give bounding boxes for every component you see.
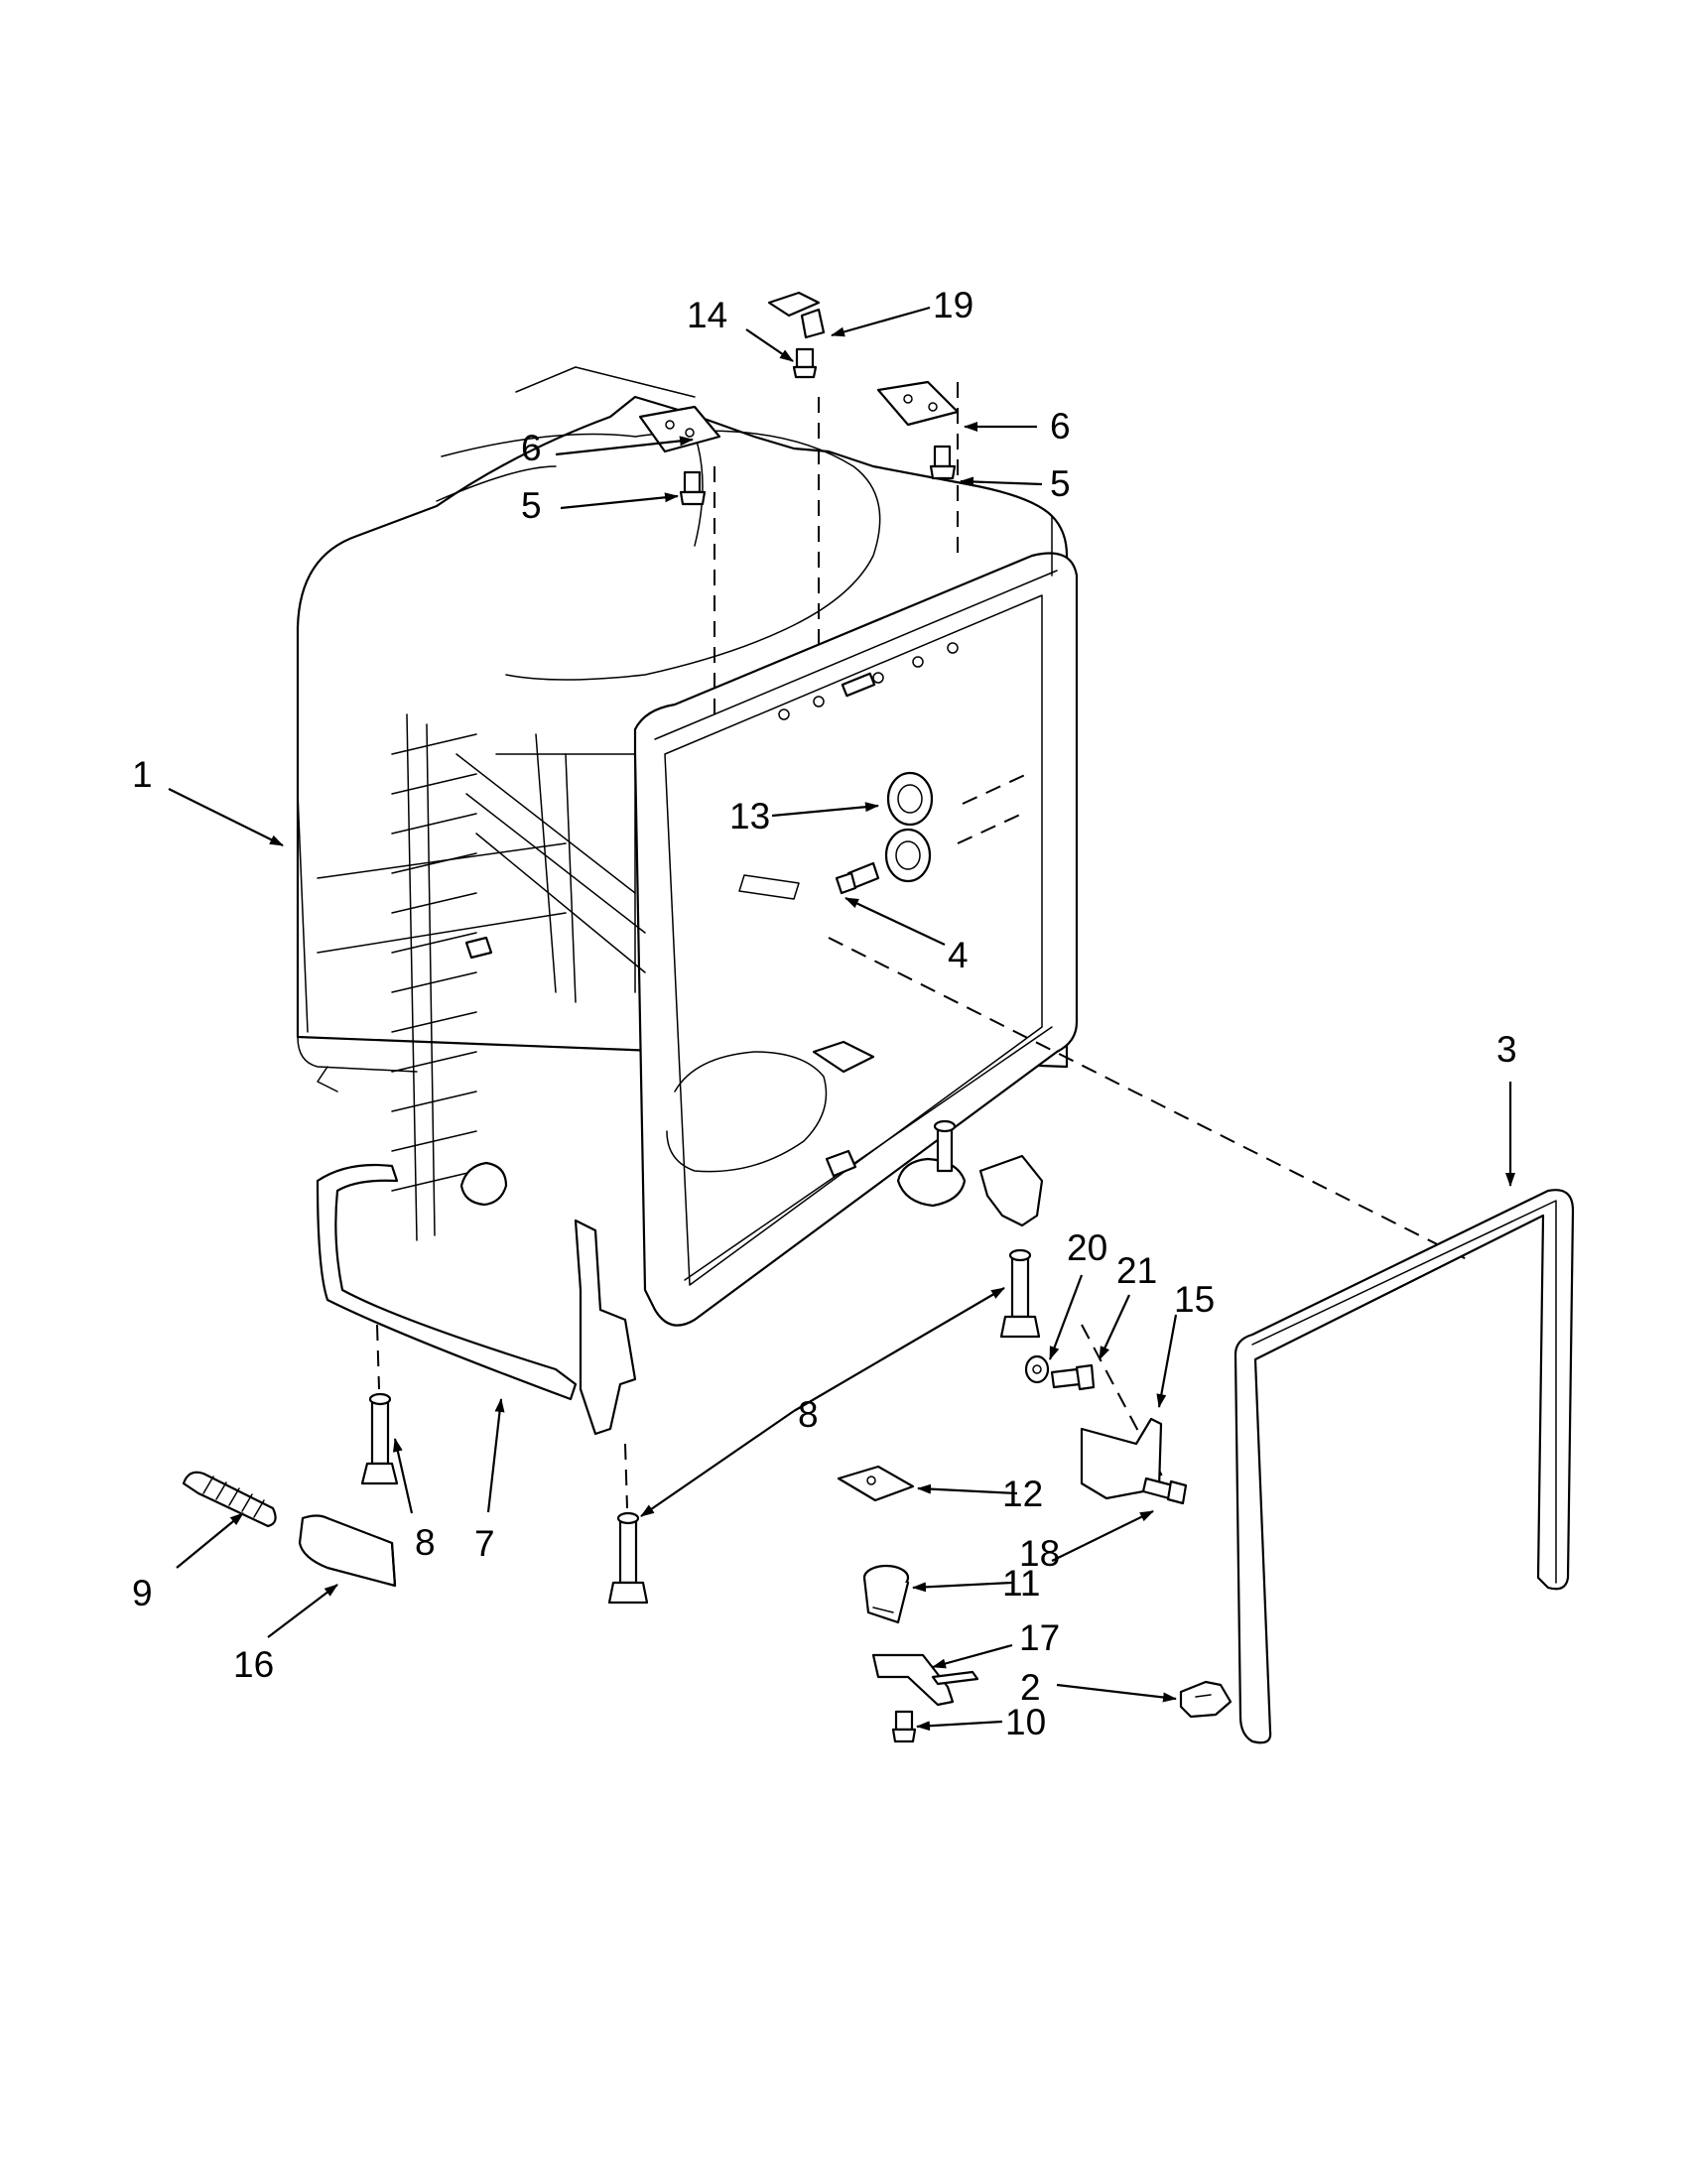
nut-part-20 <box>1024 1354 1050 1384</box>
callout-4: 4 <box>948 935 969 975</box>
callout-5-left: 5 <box>521 485 542 526</box>
bracket-part-17 <box>871 1653 979 1707</box>
callout-20: 20 <box>1067 1227 1107 1268</box>
clip-part-18 <box>862 1564 910 1624</box>
screw-part-4 <box>835 861 880 895</box>
pad-part-12 <box>837 1465 915 1502</box>
pad-part-16 <box>298 1514 397 1588</box>
leg-left-part-8 <box>360 1392 399 1485</box>
callout-1: 1 <box>132 754 153 795</box>
bracket-part-15 <box>1080 1417 1163 1500</box>
callout-16: 16 <box>233 1644 274 1685</box>
top-clip-part-19 <box>767 291 826 339</box>
callout-11: 11 <box>1002 1563 1040 1604</box>
callout-2: 2 <box>1020 1667 1041 1708</box>
bracket-right-part-6 <box>876 380 960 427</box>
callout-9: 9 <box>132 1573 153 1613</box>
callout-5-right: 5 <box>1050 463 1071 504</box>
screw-part-10 <box>891 1710 917 1743</box>
callout-18: 18 <box>1019 1533 1060 1574</box>
clip-part-2 <box>1179 1680 1233 1719</box>
callout-10: 10 <box>1005 1702 1046 1742</box>
callout-7: 7 <box>474 1523 495 1564</box>
callout-17: 17 <box>1019 1617 1060 1658</box>
callout-6-left: 6 <box>521 428 542 468</box>
leg-right-part-8 <box>999 1248 1041 1339</box>
callout-14: 14 <box>687 295 727 335</box>
callout-21: 21 <box>1116 1250 1157 1291</box>
leg-center-part-8 <box>607 1511 649 1605</box>
callout-3: 3 <box>1496 1029 1517 1070</box>
grommets-part-13 <box>884 771 934 883</box>
spring-part-9 <box>182 1471 277 1528</box>
door-gasket-part-3 <box>1234 1189 1575 1744</box>
callout-8-center: 8 <box>798 1394 819 1435</box>
callout-8-left: 8 <box>415 1522 436 1563</box>
bracket-left-part-6 <box>638 405 721 453</box>
screw-part-21 <box>1050 1363 1096 1391</box>
callout-15: 15 <box>1174 1279 1215 1320</box>
tub <box>296 366 1079 1436</box>
hose-part-7 <box>316 1163 578 1401</box>
screw-part-11 <box>1141 1477 1188 1505</box>
screw-right-part-5 <box>929 445 957 480</box>
callout-12: 12 <box>1002 1474 1043 1514</box>
callout-6-right: 6 <box>1050 406 1071 447</box>
screw-left-part-5 <box>679 470 707 506</box>
callout-19: 19 <box>933 285 974 325</box>
callout-13: 13 <box>729 796 770 836</box>
screw-part-14 <box>792 347 818 379</box>
